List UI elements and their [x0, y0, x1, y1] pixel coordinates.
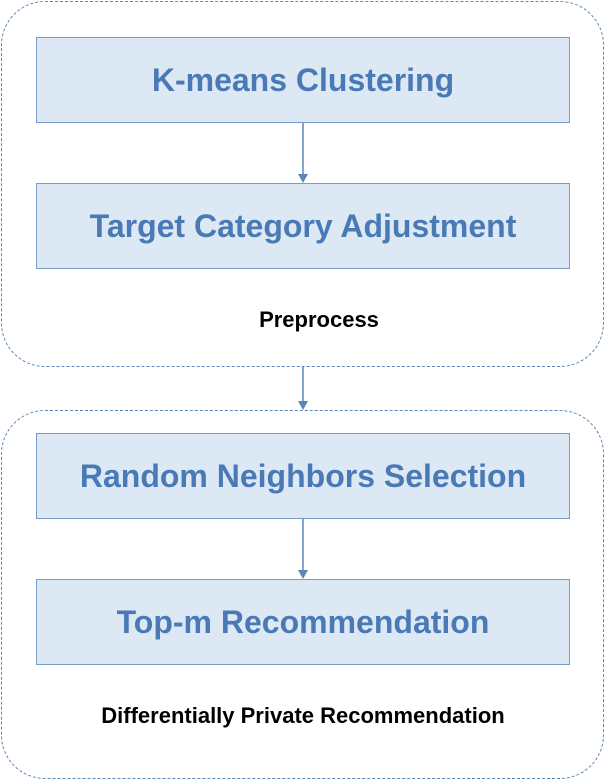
preprocess-label: Preprocess [259, 307, 379, 332]
random-neighbors-selection-box: Random Neighbors Selection [36, 433, 570, 519]
arrow-preprocess-to-private [298, 367, 308, 410]
private-recommendation-label: Differentially Private Recommendation [101, 703, 505, 728]
target-category-adjustment-box: Target Category Adjustment [36, 183, 570, 269]
kmeans-clustering-box: K-means Clustering [36, 37, 570, 123]
top-m-recommendation-box: Top-m Recommendation [36, 579, 570, 665]
